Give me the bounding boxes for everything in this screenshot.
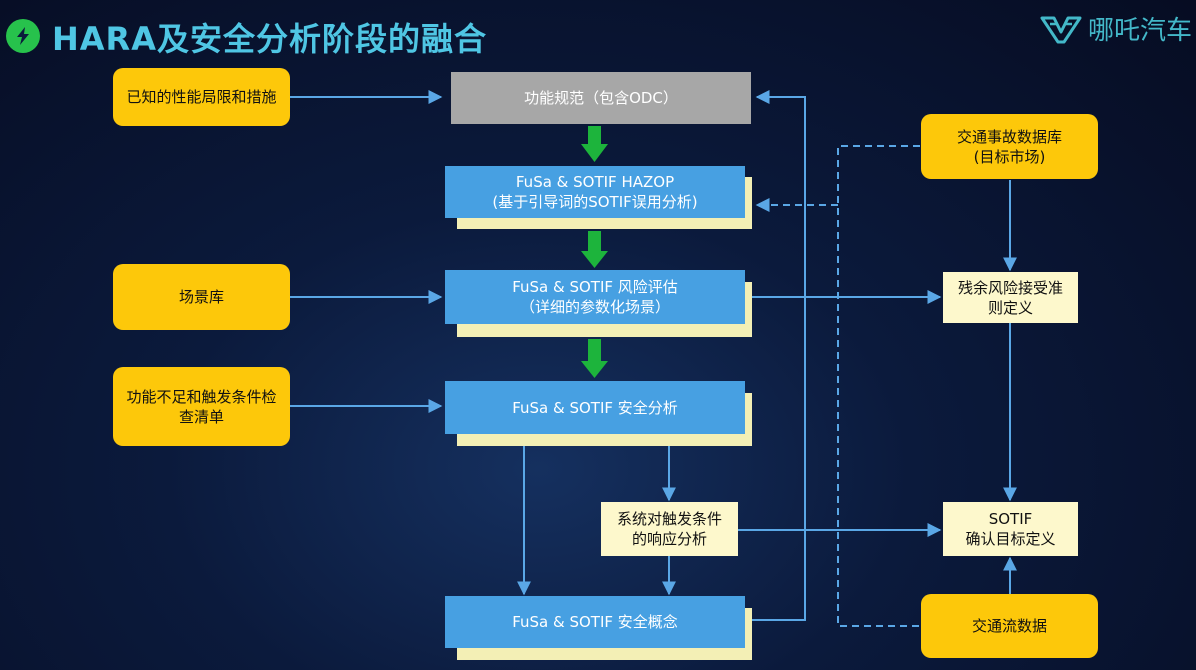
sotif-target-box: SOTIF 确认目标定义 — [943, 502, 1078, 556]
residual-risk-box: 残余风险接受准则定义 — [943, 272, 1078, 323]
lightning-icon — [6, 19, 40, 53]
brand-logo: 哪吒汽车 — [1040, 10, 1192, 47]
page-title: HARA及安全分析阶段的融合 — [52, 20, 487, 58]
scenario-db-label: 场景库 — [178, 288, 224, 306]
safety-analysis-box: FuSa & SOTIF 安全分析 — [445, 381, 745, 434]
trigger-checklist-label: 功能不足和触发条件检查清单 — [126, 387, 277, 426]
risk-assessment-box: FuSa & SOTIF 风险评估 （详细的参数化场景） — [445, 270, 745, 324]
safety-concept-box: FuSa & SOTIF 安全概念 — [445, 596, 745, 648]
trigger-checklist-box: 功能不足和触发条件检查清单 — [113, 367, 290, 446]
arrow-feedback-loop — [748, 90, 806, 621]
residual-risk-label: 残余风险接受准则定义 — [957, 278, 1063, 317]
accident-db-subtitle: (目标市场) — [973, 147, 1046, 166]
green-arrow-2 — [581, 231, 608, 268]
known-limits-box: 已知的性能局限和措施 — [113, 68, 290, 126]
func-spec-label: 功能规范（包含ODC） — [524, 89, 678, 107]
hazop-subtitle: (基于引导词的SOTIF误用分析) — [492, 193, 698, 211]
known-limits-label: 已知的性能局限和措施 — [126, 88, 277, 106]
system-response-box: 系统对触发条件的响应分析 — [601, 502, 738, 556]
func-spec-box: 功能规范（包含ODC） — [451, 72, 751, 124]
brand-logo-icon — [1040, 16, 1082, 43]
safety-concept-label: FuSa & SOTIF 安全概念 — [512, 613, 678, 631]
safety-analysis-label: FuSa & SOTIF 安全分析 — [512, 398, 678, 417]
traffic-flow-box: 交通流数据 — [921, 594, 1098, 658]
sotif-target-subtitle: 确认目标定义 — [965, 530, 1056, 548]
hazop-box: FuSa & SOTIF HAZOP (基于引导词的SOTIF误用分析) — [445, 166, 745, 218]
risk-title: FuSa & SOTIF 风险评估 — [512, 278, 678, 296]
accident-db-title: 交通事故数据库 — [956, 127, 1062, 146]
brand-name: 哪吒汽车 — [1088, 16, 1193, 46]
scenario-db-box: 场景库 — [113, 264, 290, 330]
dashed-data-connector — [837, 145, 920, 627]
sotif-target-title: SOTIF — [988, 510, 1033, 528]
risk-subtitle: （详细的参数化场景） — [519, 298, 670, 316]
green-arrow-1 — [581, 126, 608, 162]
system-response-label: 系统对触发条件的响应分析 — [616, 510, 722, 548]
lightning-glyph — [17, 27, 29, 45]
accident-db-box: 交通事故数据库 (目标市场) — [921, 114, 1098, 179]
traffic-flow-label: 交通流数据 — [971, 617, 1047, 635]
hazop-title: FuSa & SOTIF HAZOP — [515, 173, 675, 191]
green-arrow-3 — [581, 339, 608, 378]
